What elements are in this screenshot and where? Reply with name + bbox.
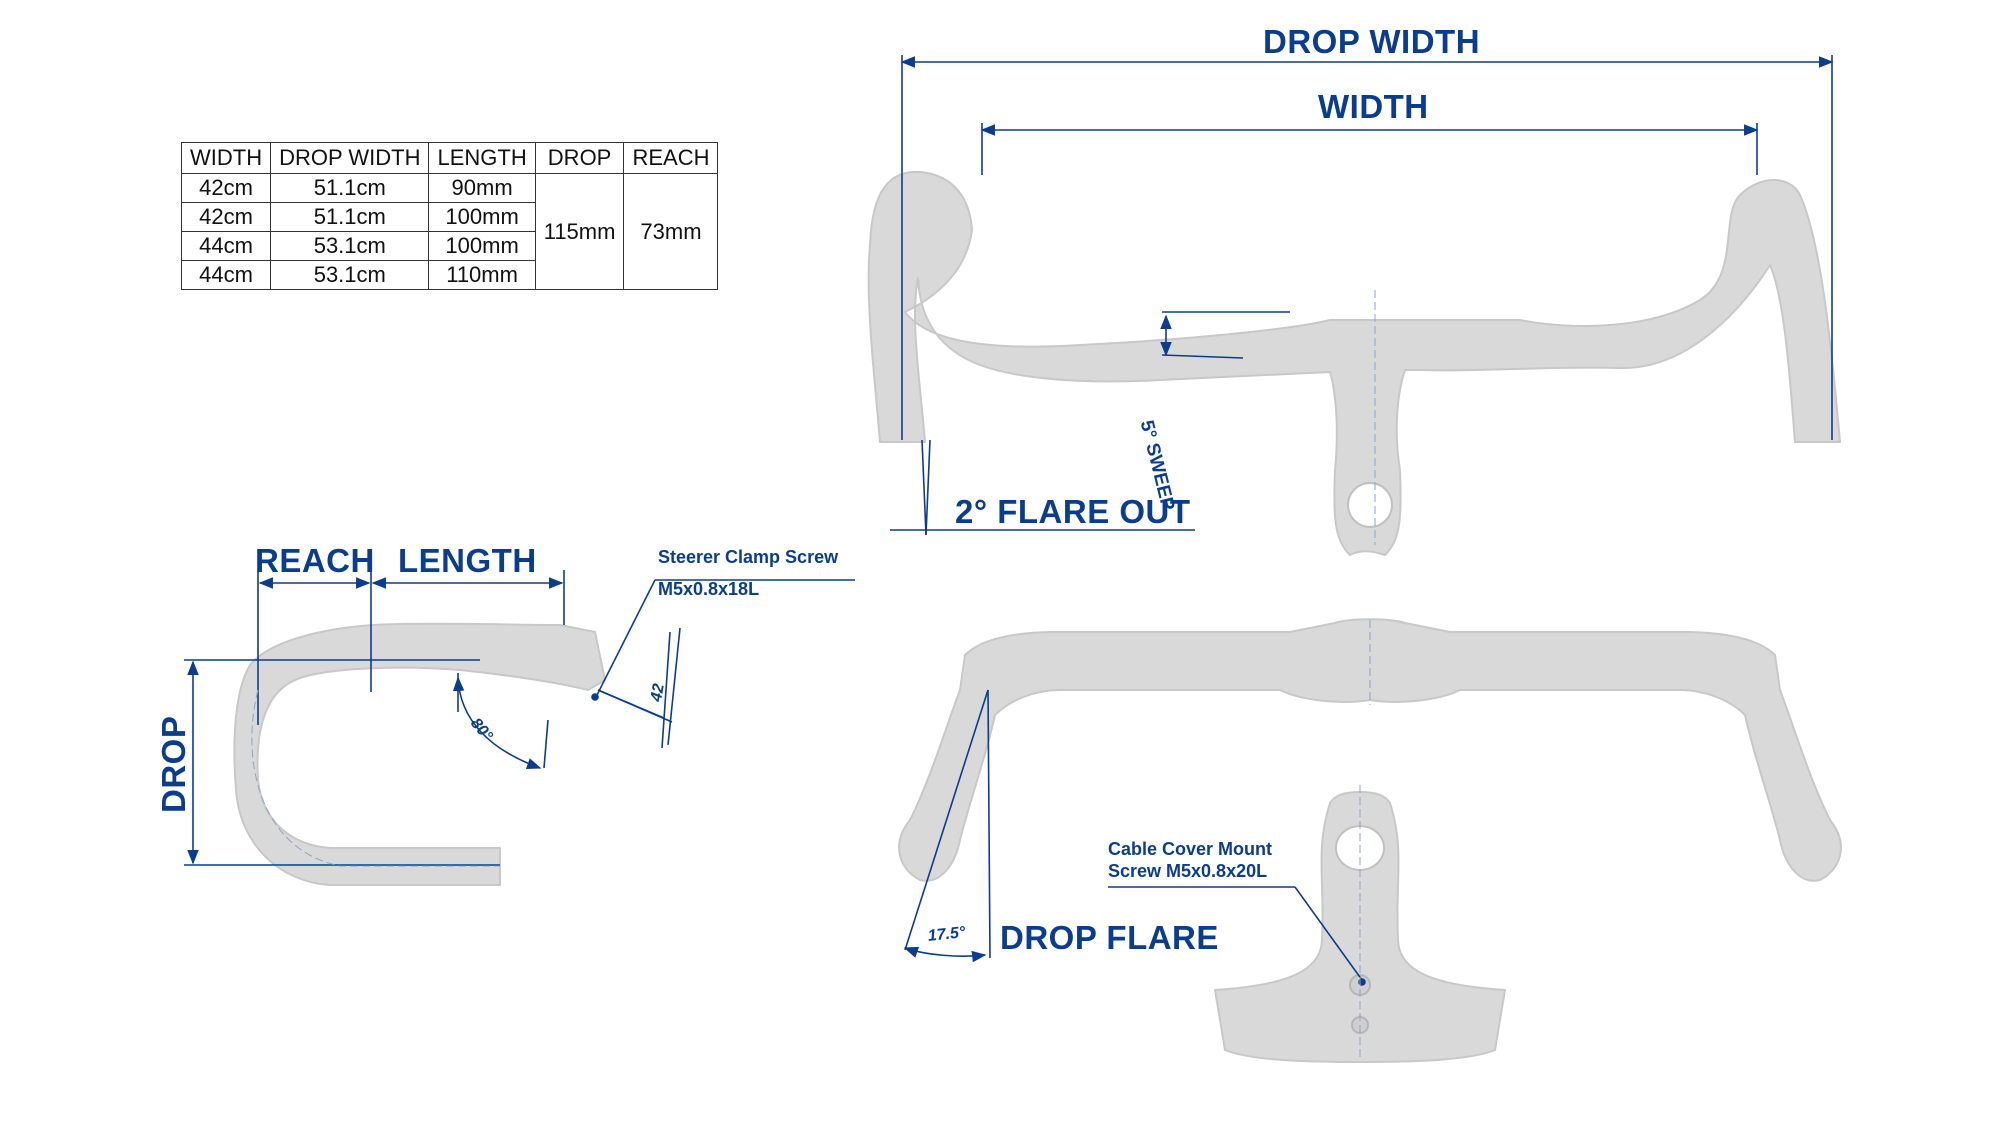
cell-length: 100mm xyxy=(428,202,536,232)
steerer-clamp-title: Steerer Clamp Screw xyxy=(658,547,839,567)
cell-width: 44cm xyxy=(180,260,272,290)
reach-label: REACH xyxy=(255,542,375,579)
header-reach: REACH xyxy=(623,142,719,174)
steerer-clamp-spec: M5x0.8x18L xyxy=(658,579,760,599)
header-drop: DROP xyxy=(534,142,625,174)
header-length: LENGTH xyxy=(428,142,536,174)
cell-drop-width: 53.1cm xyxy=(270,260,430,290)
table-row: 44cm 53.1cm 110mm xyxy=(180,260,718,290)
drop-label: DROP xyxy=(155,715,192,813)
table-row: 42cm 51.1cm 90mm 115mm 73mm xyxy=(180,173,719,290)
cell-length: 100mm xyxy=(428,231,536,261)
flare-out-label: 2° FLARE OUT xyxy=(955,493,1191,530)
cell-drop-width: 51.1cm xyxy=(270,202,430,232)
spec-table-header-row: WIDTH DROP WIDTH LENGTH DROP REACH xyxy=(180,142,719,174)
cell-reach: 73mm xyxy=(623,173,719,290)
handlebar-side-view xyxy=(233,622,606,886)
header-drop-width: DROP WIDTH xyxy=(270,142,430,174)
cell-drop: 115mm xyxy=(534,173,625,290)
handlebar-front-view xyxy=(898,618,1842,882)
dimension-lines xyxy=(184,55,1834,986)
cell-length: 90mm xyxy=(428,173,536,203)
cable-cover-line1: Cable Cover Mount xyxy=(1108,839,1273,859)
table-row: 42cm 51.1cm 100mm xyxy=(180,202,718,232)
cell-drop-width: 51.1cm xyxy=(270,173,430,203)
cell-width: 42cm xyxy=(180,173,272,203)
cell-drop-width: 53.1cm xyxy=(270,231,430,261)
stem-bottom-view xyxy=(1214,791,1506,1063)
cable-cover-line2: Screw M5x0.8x20L xyxy=(1108,861,1268,881)
dim-42-label: 42 xyxy=(648,682,668,703)
length-label: LENGTH xyxy=(398,542,537,579)
steerer-hole-top xyxy=(1347,482,1393,528)
cell-width: 42cm xyxy=(180,202,272,232)
handlebar-top-view xyxy=(867,170,1841,556)
spec-table: WIDTH DROP WIDTH LENGTH DROP REACH 42cm … xyxy=(180,142,719,290)
header-width: WIDTH xyxy=(180,142,272,174)
width-label: WIDTH xyxy=(1318,88,1429,125)
drop-flare-label: DROP FLARE xyxy=(1000,919,1219,956)
drop-width-label: DROP WIDTH xyxy=(1263,23,1481,60)
cell-width: 44cm xyxy=(180,231,272,261)
cell-length: 110mm xyxy=(428,260,536,290)
